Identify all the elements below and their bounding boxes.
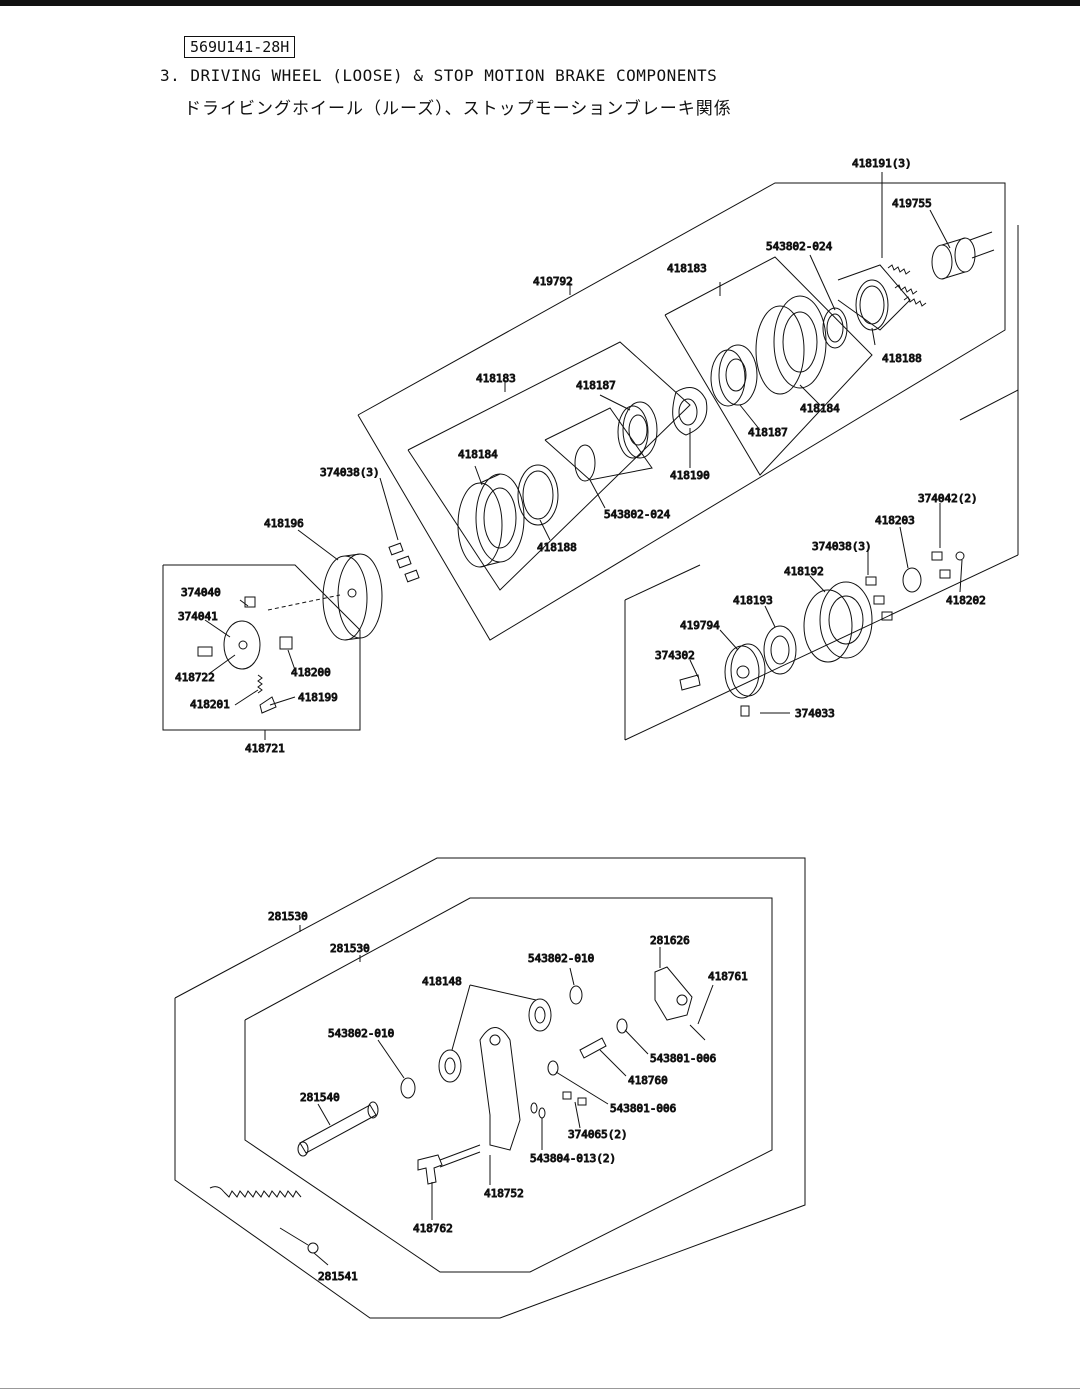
part-label: 418761 <box>708 970 748 983</box>
part-label: 374038(3) <box>812 540 872 553</box>
part-label: 418752 <box>484 1187 524 1200</box>
part-label: 374038(3) <box>320 466 380 479</box>
part-label: 418200 <box>291 666 331 679</box>
part-label: 374065(2) <box>568 1128 628 1141</box>
part-label: 418148 <box>422 975 462 988</box>
part-label: 281530 <box>330 942 370 955</box>
part-label: 418187 <box>748 426 788 439</box>
part-label: 374040 <box>181 586 221 599</box>
part-label: 418188 <box>882 352 922 365</box>
part-label: 281541 <box>318 1270 358 1283</box>
part-label: 418183 <box>476 372 516 385</box>
part-label: 374302 <box>655 649 695 662</box>
part-label: 281540 <box>300 1091 340 1104</box>
part-label: 418196 <box>264 517 304 530</box>
bottom-leader-lines <box>299 925 714 1266</box>
section-title-japanese: ドライビングホイール（ルーズ）、ストップモーションブレーキ関係 <box>184 99 732 119</box>
part-label: 418201 <box>190 698 230 711</box>
part-label: 419792 <box>533 275 573 288</box>
part-label: 543802-010 <box>328 1027 394 1040</box>
part-label: 543801-006 <box>610 1102 676 1115</box>
part-label: 418199 <box>298 691 338 704</box>
top-leader-lines <box>204 172 963 740</box>
part-label: 543804-013(2) <box>530 1152 616 1165</box>
part-label: 419755 <box>892 197 932 210</box>
top-part-labels: 418191(3) 419755 543802-024 418183 41979… <box>175 157 987 756</box>
bottom-border-line <box>0 1388 1080 1389</box>
part-label: 543802-024 <box>604 508 671 521</box>
part-label: 418187 <box>576 379 616 392</box>
part-label: 543802-010 <box>528 952 594 965</box>
part-label: 418760 <box>628 1074 668 1087</box>
part-label: 418184 <box>458 448 498 461</box>
part-label: 418762 <box>413 1222 453 1235</box>
part-label: 374041 <box>178 610 218 623</box>
part-label: 281626 <box>650 934 690 947</box>
part-label: 419794 <box>680 619 720 632</box>
part-label: 418190 <box>670 469 710 482</box>
part-label: 543801-006 <box>650 1052 716 1065</box>
bottom-part-labels: 281530 281530 281626 543802-010 418761 4… <box>268 910 749 1284</box>
bottom-assembly-frames <box>174 857 806 1319</box>
part-label: 543802-024 <box>766 240 833 253</box>
part-label: 374033 <box>795 707 835 720</box>
top-assembly-frames <box>162 182 1019 741</box>
part-label: 374042(2) <box>918 492 978 505</box>
part-label: 418183 <box>667 262 707 275</box>
document-code-box: 569U141-28H <box>184 36 296 58</box>
part-label: 418722 <box>175 671 215 684</box>
part-label: 418191(3) <box>852 157 912 170</box>
section-title: 3. DRIVING WHEEL (LOOSE) & STOP MOTION B… <box>160 66 718 85</box>
part-label: 418202 <box>946 594 986 607</box>
top-border-bar <box>0 0 1080 6</box>
part-label: 418203 <box>875 514 915 527</box>
part-label: 418188 <box>537 541 577 554</box>
part-label: 418721 <box>245 742 285 755</box>
part-label: 418193 <box>733 594 773 607</box>
part-label: 418192 <box>784 565 824 578</box>
part-label: 418184 <box>800 402 840 415</box>
bottom-assembly-parts <box>209 966 706 1254</box>
top-assembly-parts <box>197 231 995 717</box>
part-label: 281530 <box>268 910 308 923</box>
